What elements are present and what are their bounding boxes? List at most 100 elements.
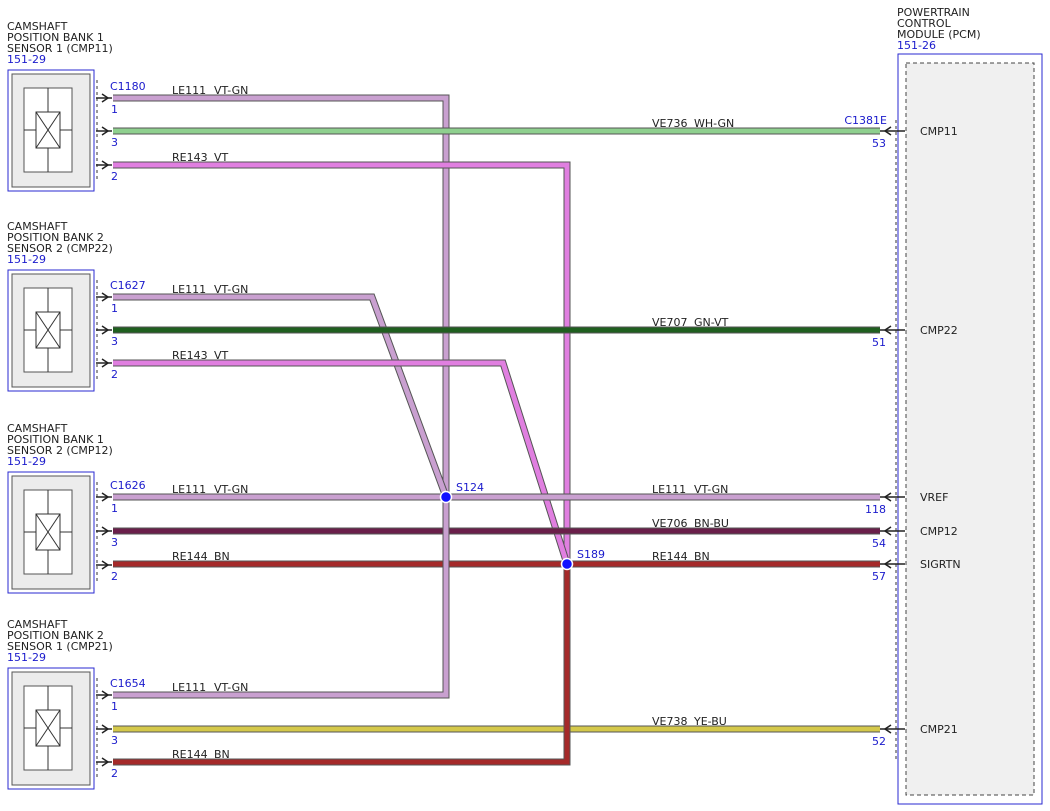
wires-layer — [113, 94, 880, 766]
pin-number: 1 — [111, 103, 118, 116]
pin-number: 2 — [111, 170, 118, 183]
pcm-title-line: CONTROL — [897, 17, 952, 30]
pcm-pin-name: CMP12 — [920, 525, 958, 538]
pcm-pin-arrow-icon — [883, 492, 892, 502]
pin-number: 2 — [111, 368, 118, 381]
pin-arrow-icon — [101, 325, 110, 335]
wire-re143-c1180-core — [113, 162, 570, 564]
pcm-pin-arrow-icon — [883, 126, 892, 136]
wire-circuit-label: RE144 — [172, 550, 208, 563]
sensor-title-line: SENSOR 1 (CMP21) — [7, 640, 113, 653]
pcm-pin-name: SIGRTN — [920, 558, 961, 571]
sensor-title-line: SENSOR 2 (CMP22) — [7, 242, 113, 255]
sensor-component — [7, 269, 112, 392]
pcm-pin-name: CMP22 — [920, 324, 958, 337]
wire-re143-c1180 — [113, 161, 571, 564]
pcm-pin-arrow-icon — [883, 526, 892, 536]
pin-arrow-icon — [101, 492, 110, 502]
wire-circuit-label: RE143 — [172, 349, 208, 362]
pcm-outline — [897, 53, 1043, 805]
pin-number: 3 — [111, 734, 118, 747]
wire-color-label: YE-BU — [693, 715, 727, 728]
pin-arrow-icon — [101, 160, 110, 170]
splice-label: S124 — [456, 481, 484, 494]
wire-re144-c1654-core — [113, 564, 570, 765]
sensor-page-reference: 151-29 — [7, 651, 46, 664]
pcm-page-reference: 151-26 — [897, 39, 936, 52]
sensor-page-reference: 151-29 — [7, 53, 46, 66]
wire-color-label: VT — [214, 151, 229, 164]
pin-number: 2 — [111, 570, 118, 583]
wire-le111-c1654-core — [113, 497, 449, 698]
wire-color-label: VT-GN — [214, 283, 248, 296]
pcm-pin-number: 54 — [872, 537, 886, 550]
wire-le111-c1654-outline — [113, 497, 450, 699]
sensor-component — [7, 69, 112, 192]
wire-circuit-label: RE144 — [172, 748, 208, 761]
wire-color-label: VT — [214, 349, 229, 362]
sensor-title-line: POSITION BANK 1 — [7, 433, 104, 446]
pin-arrow-icon — [101, 526, 110, 536]
pcm-connector-id: C1381E — [844, 114, 887, 127]
connector-id: C1654 — [110, 677, 146, 690]
sensor-outline — [7, 667, 95, 790]
sensor-title-line: CAMSHAFT — [7, 220, 68, 233]
splice-label: S189 — [577, 548, 605, 561]
pin-number: 3 — [111, 536, 118, 549]
splice-point — [439, 490, 453, 504]
sensor-component — [7, 667, 112, 790]
pcm-pin-arrow-icon — [883, 559, 892, 569]
wire-color-label: BN — [214, 550, 230, 563]
sensor-title-line: SENSOR 2 (CMP12) — [7, 444, 113, 457]
pin-arrow-icon — [101, 126, 110, 136]
pin-arrow-icon — [101, 724, 110, 734]
sensor-title-line: SENSOR 1 (CMP11) — [7, 42, 113, 55]
wire-re144-c1654 — [113, 564, 571, 766]
sensor-icon-x — [35, 111, 61, 149]
sensor-component — [7, 471, 112, 594]
wire-color-label: BN — [694, 550, 710, 563]
sensor-page-reference: 151-29 — [7, 253, 46, 266]
components-layer — [7, 53, 1043, 805]
pin-arrow-icon — [101, 358, 110, 368]
pin-arrow-icon — [101, 292, 110, 302]
wire-circuit-label: VE707 — [652, 316, 687, 329]
wire-le111-c1627-core — [113, 294, 449, 498]
sensor-icon-x — [35, 513, 61, 551]
sensor-page-reference: 151-29 — [7, 455, 46, 468]
wire-color-label: BN-BU — [694, 517, 729, 530]
sensor-outline — [7, 471, 95, 594]
pin-arrow-icon — [101, 93, 110, 103]
wire-circuit-label: LE111 — [172, 84, 206, 97]
pcm-body — [905, 62, 1035, 796]
pcm-pin-number: 51 — [872, 336, 886, 349]
wire-color-label: VT-GN — [214, 84, 248, 97]
pcm-title-line: POWERTRAIN — [897, 6, 970, 19]
wire-circuit-label: VE738 — [652, 715, 687, 728]
wire-le111-c1654 — [113, 497, 450, 699]
wire-circuit-label: LE111 — [172, 681, 206, 694]
pcm-pin-number: 57 — [872, 570, 886, 583]
sensor-outline — [7, 69, 95, 192]
pcm-pin-arrow-icon — [883, 325, 892, 335]
sensor-title-line: CAMSHAFT — [7, 422, 68, 435]
pcm-pin-number: 53 — [872, 137, 886, 150]
connector-id: C1180 — [110, 80, 146, 93]
sensor-title-line: CAMSHAFT — [7, 20, 68, 33]
sensor-icon-x — [35, 709, 61, 747]
wire-circuit-label: VE736 — [652, 117, 687, 130]
pin-number: 3 — [111, 136, 118, 149]
pin-number: 1 — [111, 502, 118, 515]
sensor-title-line: CAMSHAFT — [7, 618, 68, 631]
pcm-pin-name: CMP21 — [920, 723, 958, 736]
sensor-outline — [7, 269, 95, 392]
connector-id: C1627 — [110, 279, 146, 292]
pcm-pin-arrow-icon — [883, 724, 892, 734]
pcm-component — [880, 53, 1043, 805]
pin-number: 3 — [111, 335, 118, 348]
pcm-pin-number: 118 — [865, 503, 886, 516]
wire-circuit-label: RE144 — [652, 550, 688, 563]
wire-color-label: VT-GN — [694, 483, 728, 496]
